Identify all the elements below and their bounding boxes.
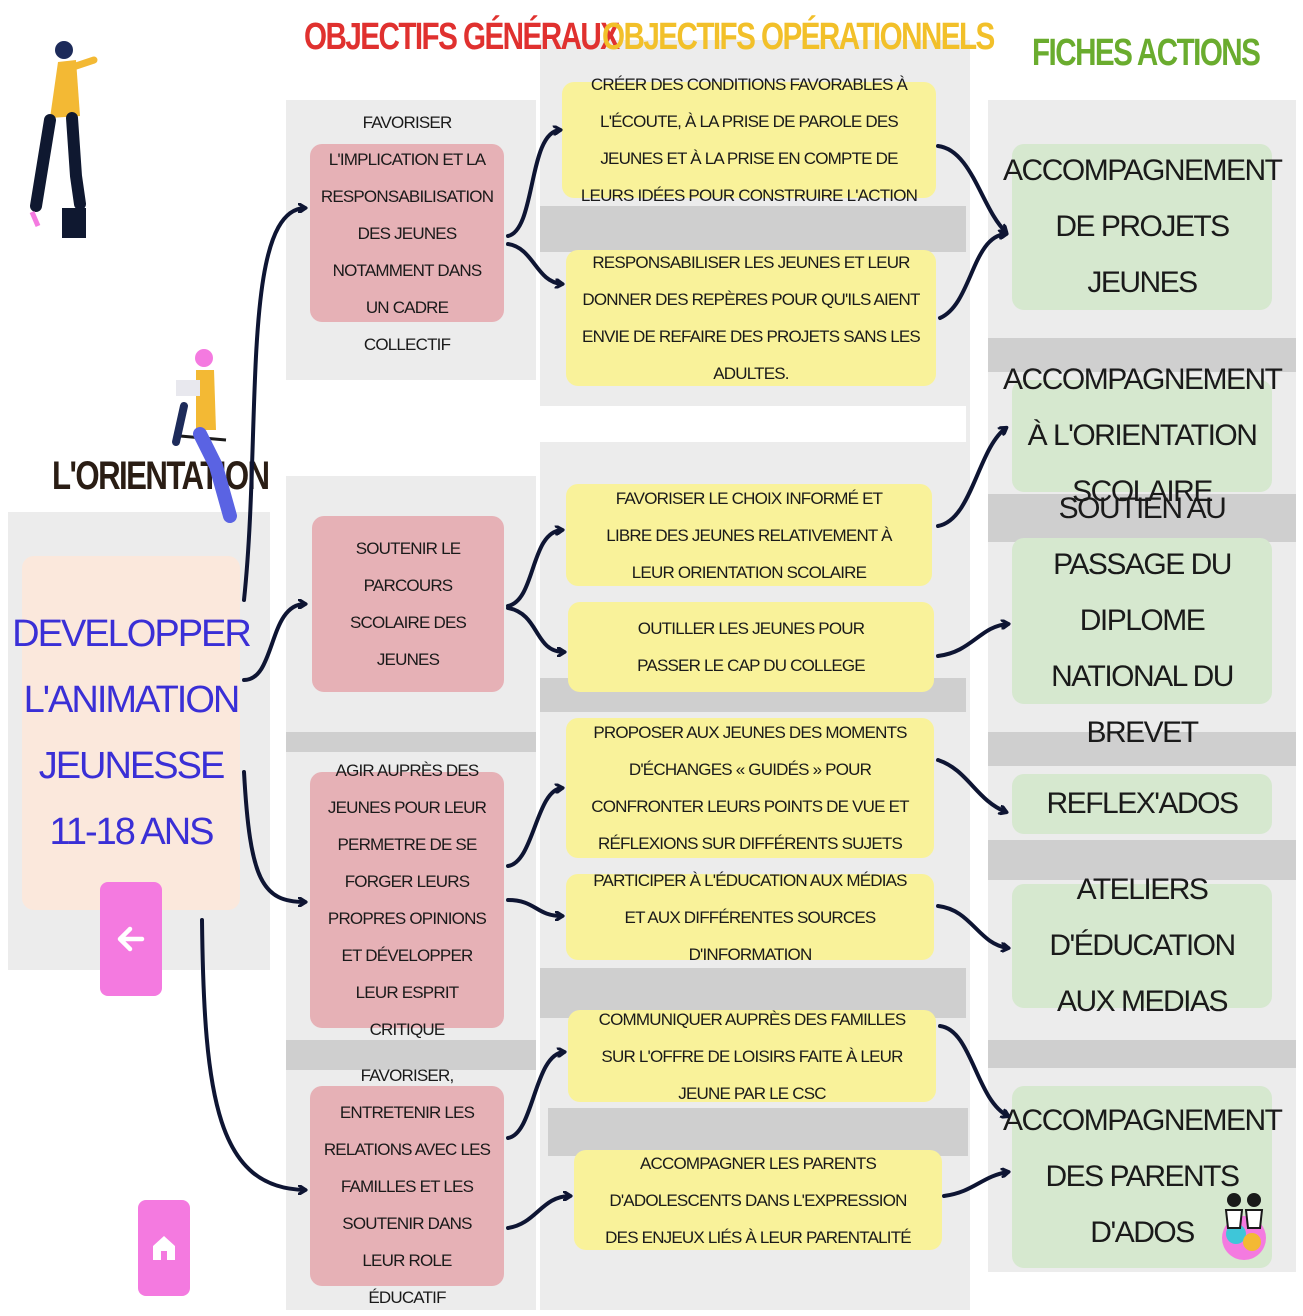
operational-objective-box: PROPOSER AUX JEUNES DES MOMENTS D'ÉCHANG… bbox=[566, 718, 934, 858]
climbing-person-illustration bbox=[29, 41, 98, 238]
root-line: DEVELOPPER bbox=[12, 613, 252, 655]
root-objective-box: DEVELOPPER L'ANIMATION JEUNESSE 11-18 AN… bbox=[12, 556, 252, 910]
separator bbox=[540, 406, 966, 442]
separator bbox=[540, 206, 966, 252]
general-objective-box: SOUTENIR LE PARCOURS SCOLAIRE DES JEUNES bbox=[312, 516, 504, 692]
action-sheet-box: ACCOMPAGNEMENT DE PROJETS JEUNES bbox=[1003, 144, 1283, 310]
general-objective-box: FAVORISER, ENTRETENIR LES RELATIONS AVEC… bbox=[310, 1066, 504, 1307]
separator bbox=[286, 1040, 536, 1070]
action-sheet-box: ATELIERS D'ÉDUCATION AUX MEDIAS bbox=[1012, 873, 1272, 1018]
operational-objective-box: FAVORISER LE CHOIX INFORMÉ ET LIBRE DES … bbox=[566, 484, 932, 586]
arrow-left-icon bbox=[117, 926, 145, 952]
action-sheet-box: REFLEX'ADOS bbox=[1012, 774, 1272, 834]
root-line: L'ANIMATION bbox=[23, 679, 241, 721]
separator bbox=[988, 494, 1296, 542]
action-sheet-box: ACCOMPAGNEMENT À L'ORIENTATION SCOLAIRE bbox=[1003, 363, 1283, 508]
operational-objective-box: PARTICIPER À L'ÉDUCATION AUX MÉDIAS ET A… bbox=[566, 871, 934, 964]
home-button[interactable] bbox=[138, 1200, 190, 1296]
separator bbox=[286, 732, 536, 752]
separator bbox=[540, 968, 966, 1018]
general-objective-box: FAVORISER L'IMPLICATION ET LA RESPONSABI… bbox=[310, 113, 504, 354]
orientation-label: L'ORIENTATION bbox=[52, 454, 270, 498]
operational-objective-box: COMMUNIQUER AUPRÈS DES FAMILLES SUR L'OF… bbox=[568, 1010, 936, 1103]
separator bbox=[988, 1040, 1296, 1068]
root-line: 11-18 ANS bbox=[49, 811, 215, 853]
family-logo-icon bbox=[1222, 1193, 1266, 1260]
general-objective-box: AGIR AUPRÈS DES JEUNES POUR LEUR PERMETR… bbox=[310, 761, 504, 1039]
root-line: JEUNESSE bbox=[38, 745, 226, 787]
separator bbox=[988, 338, 1296, 372]
separator bbox=[548, 1108, 968, 1156]
separator bbox=[988, 732, 1296, 766]
seated-person-laptop-illustration bbox=[172, 349, 237, 523]
back-button[interactable] bbox=[100, 882, 162, 996]
operational-objectives-heading: OBJECTIFS OPÉRATIONNELS bbox=[602, 16, 995, 58]
separator bbox=[988, 840, 1296, 880]
operational-objective-box: OUTILLER LES JEUNES POUR PASSER LE CAP D… bbox=[568, 602, 934, 692]
operational-objective-box: CRÉER DES CONDITIONS FAVORABLES À L'ÉCOU… bbox=[562, 75, 936, 205]
separator bbox=[286, 380, 536, 476]
action-sheet-box: SOUTIEN AU PASSAGE DU DIPLOME NATIONAL D… bbox=[1012, 492, 1272, 749]
home-icon bbox=[153, 1236, 175, 1260]
general-objectives-heading: OBJECTIFS GÉNÉRAUX bbox=[304, 16, 620, 58]
action-sheets-heading: FICHES ACTIONS bbox=[1032, 32, 1261, 74]
operational-objective-box: ACCOMPAGNER LES PARENTS D'ADOLESCENTS DA… bbox=[574, 1150, 942, 1250]
operational-objective-box: RESPONSABILISER LES JEUNES ET LEUR DONNE… bbox=[566, 250, 936, 386]
